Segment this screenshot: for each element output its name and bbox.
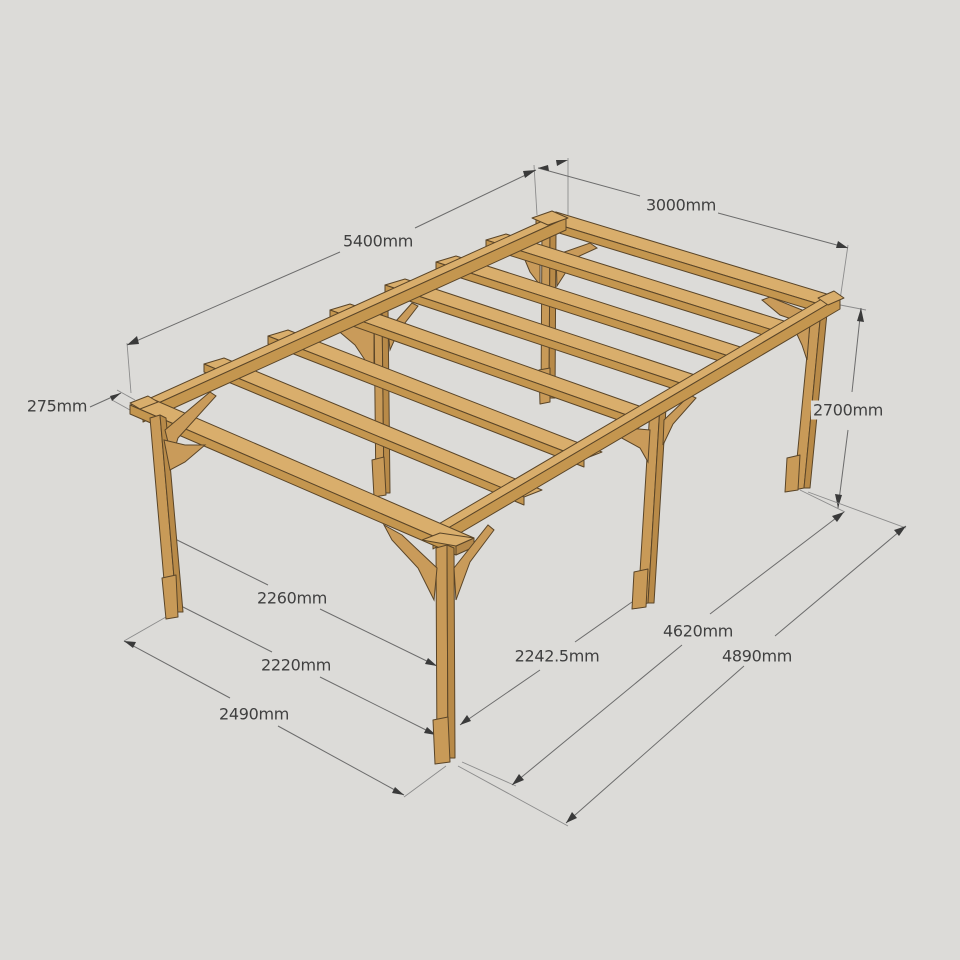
dimension-overhang: 275mm [24, 396, 90, 416]
beam-caps [129, 210, 845, 410]
dimension-post-length-inner: 4620mm [660, 621, 736, 641]
rafter-5 [435, 255, 757, 368]
dimension-post-span-upper: 2260mm [254, 588, 330, 608]
post-front-left [149, 391, 217, 620]
dimension-lines [89, 158, 907, 827]
dimension-post-length-outer: 4890mm [719, 646, 795, 666]
rafter-2 [267, 329, 603, 468]
dimension-overall-width: 3000mm [643, 195, 719, 215]
post-back-right [617, 394, 697, 610]
dimension-overall-length: 5400mm [340, 231, 416, 251]
dimension-post-span-inner: 2220mm [258, 655, 334, 675]
post-far-right [761, 296, 829, 493]
post-front-right [382, 523, 495, 765]
dimension-height: 2700mm [810, 400, 886, 420]
dimension-post-span-outer: 2490mm [216, 704, 292, 724]
rafter-1 [203, 357, 543, 506]
dimension-bay-span: 2242.5mm [512, 646, 602, 666]
rafters [203, 211, 841, 506]
